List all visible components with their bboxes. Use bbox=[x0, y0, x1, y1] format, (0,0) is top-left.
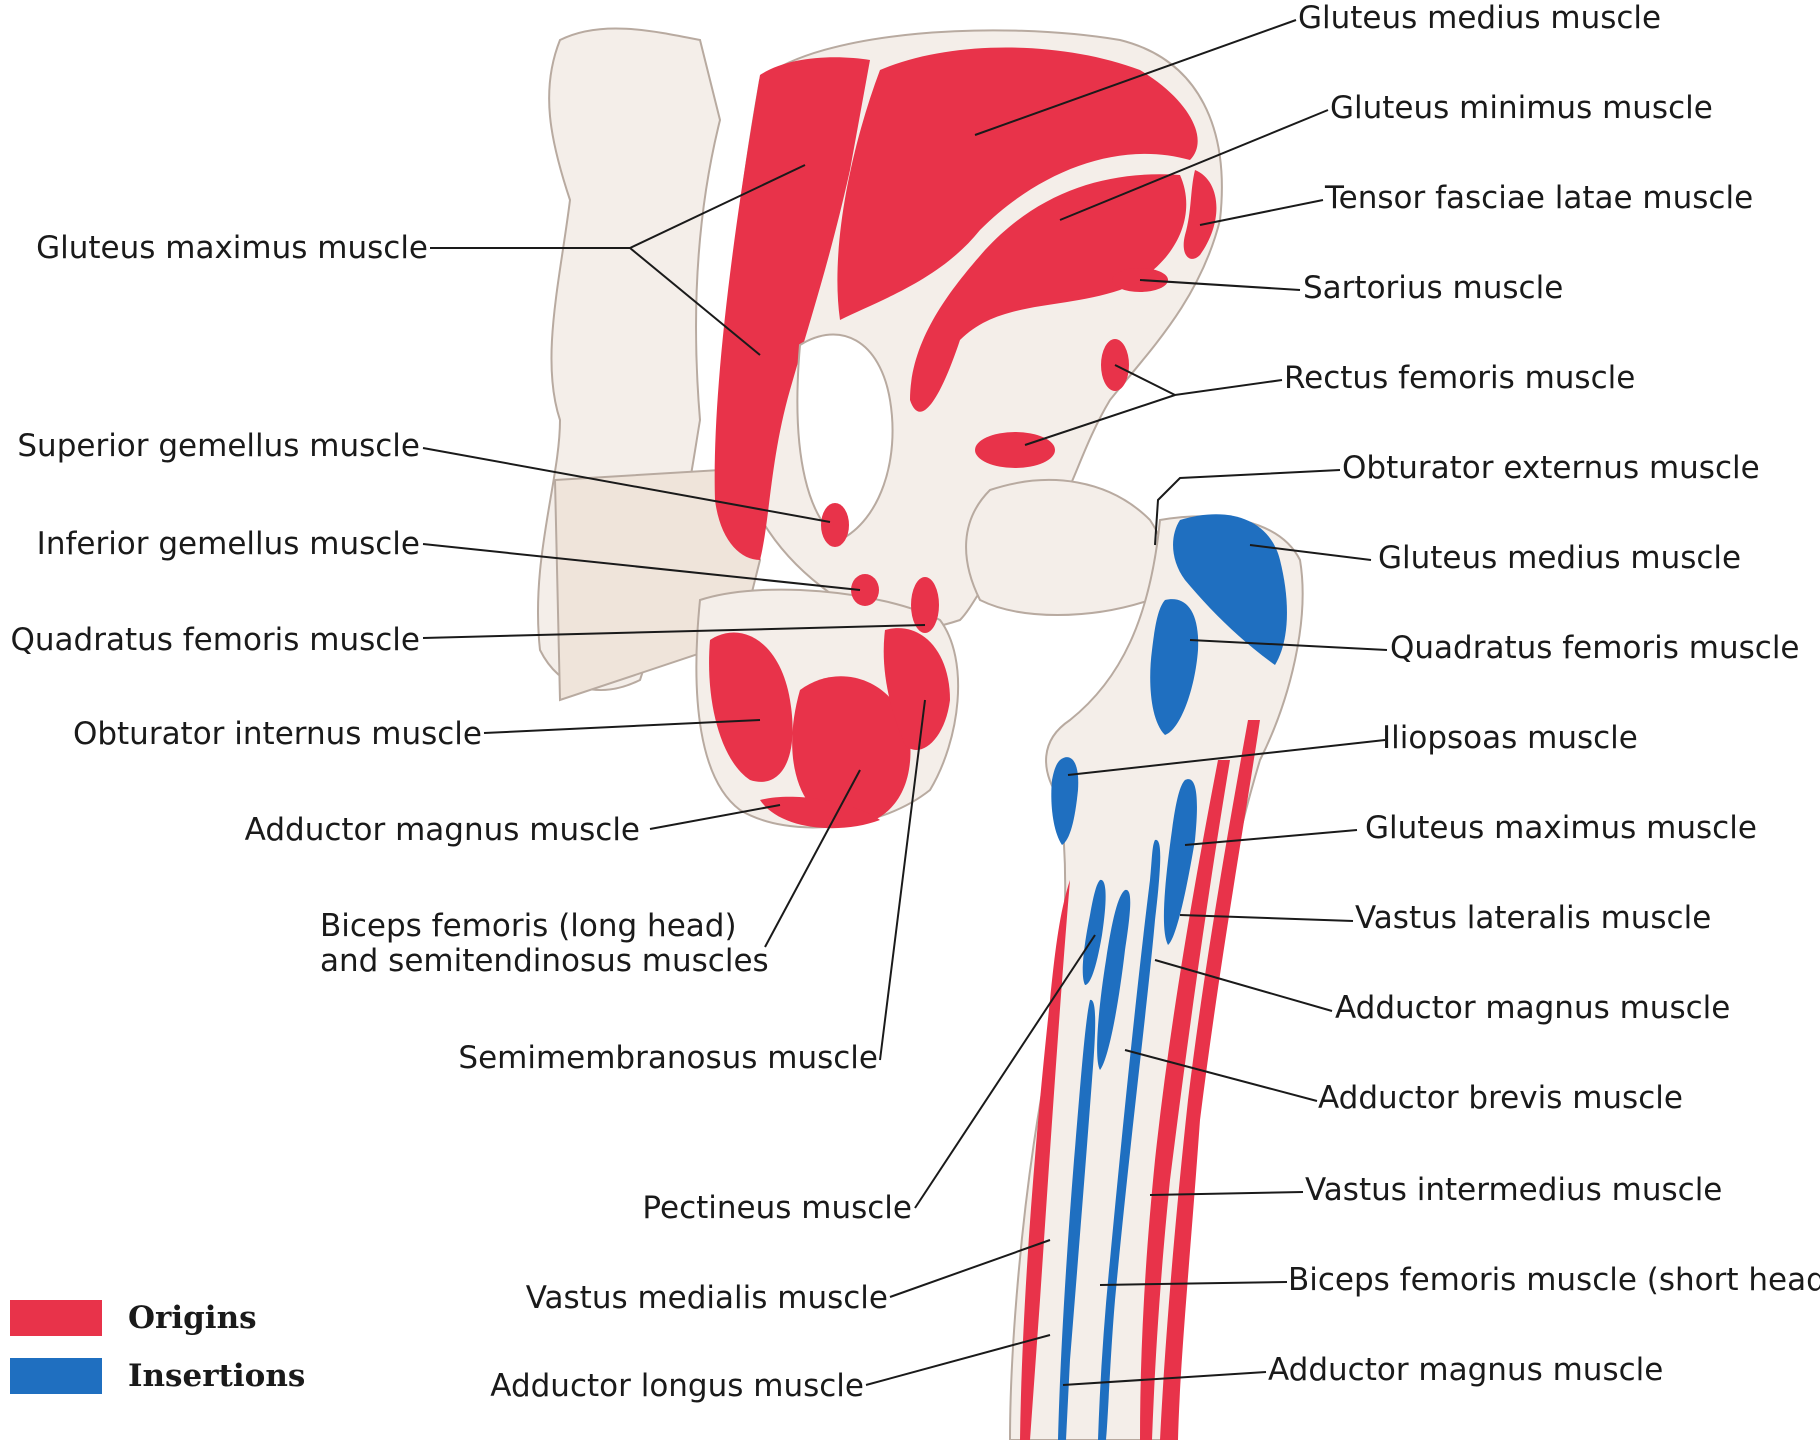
label-iliopsoas: Iliopsoas muscle bbox=[1382, 720, 1638, 756]
label-adductor-brevis: Adductor brevis muscle bbox=[1318, 1080, 1683, 1116]
label-adductor-magnus: Adductor magnus muscle bbox=[150, 812, 640, 848]
legend-insertions-swatch bbox=[10, 1358, 102, 1394]
label-inferior-gemellus: Inferior gemellus muscle bbox=[10, 526, 420, 562]
label-gluteus-maximus-insertion: Gluteus maximus muscle bbox=[1365, 810, 1757, 846]
legend-origins-label: Origins bbox=[128, 1300, 257, 1336]
label-obturator-internus: Obturator internus muscle bbox=[20, 716, 482, 752]
label-superior-gemellus: Superior gemellus muscle bbox=[10, 428, 420, 464]
femur-shaft bbox=[1010, 514, 1303, 1440]
label-adductor-magnus-distal: Adductor magnus muscle bbox=[1268, 1352, 1663, 1388]
label-pectineus: Pectineus muscle bbox=[560, 1190, 912, 1226]
label-biceps-semitendinosus-line1: Biceps femoris (long head) bbox=[320, 908, 737, 944]
label-vastus-medialis: Vastus medialis muscle bbox=[480, 1280, 888, 1316]
label-gluteus-maximus: Gluteus maximus muscle bbox=[20, 230, 428, 266]
label-quadratus-femoris: Quadratus femoris muscle bbox=[5, 622, 420, 658]
label-gluteus-medius-insertion: Gluteus medius muscle bbox=[1378, 540, 1741, 576]
label-adductor-longus: Adductor longus muscle bbox=[440, 1368, 864, 1404]
superior-gemellus-origin-area bbox=[821, 503, 849, 547]
label-gluteus-minimus: Gluteus minimus muscle bbox=[1330, 90, 1713, 126]
label-adductor-magnus-insertion: Adductor magnus muscle bbox=[1335, 990, 1730, 1026]
label-obturator-externus: Obturator externus muscle bbox=[1342, 450, 1760, 486]
label-vastus-lateralis: Vastus lateralis muscle bbox=[1355, 900, 1711, 936]
label-vastus-intermedius: Vastus intermedius muscle bbox=[1305, 1172, 1722, 1208]
label-biceps-semitendinosus-line2: and semitendinosus muscles bbox=[320, 943, 769, 979]
label-rectus-femoris: Rectus femoris muscle bbox=[1284, 360, 1635, 396]
label-gluteus-medius-origin: Gluteus medius muscle bbox=[1298, 0, 1661, 36]
legend-insertions-label: Insertions bbox=[128, 1358, 305, 1394]
rectus-femoris-origin-b bbox=[975, 432, 1055, 468]
label-quadratus-femoris-insertion: Quadratus femoris muscle bbox=[1390, 630, 1800, 666]
label-sartorius: Sartorius muscle bbox=[1303, 270, 1563, 306]
label-tensor-fasciae-latae: Tensor fasciae latae muscle bbox=[1325, 180, 1753, 216]
label-semimembranosus: Semimembranosus muscle bbox=[400, 1040, 878, 1076]
label-biceps-short-head: Biceps femoris muscle (short head) bbox=[1288, 1262, 1820, 1298]
femur-neck bbox=[966, 480, 1165, 615]
legend-origins-swatch bbox=[10, 1300, 102, 1336]
